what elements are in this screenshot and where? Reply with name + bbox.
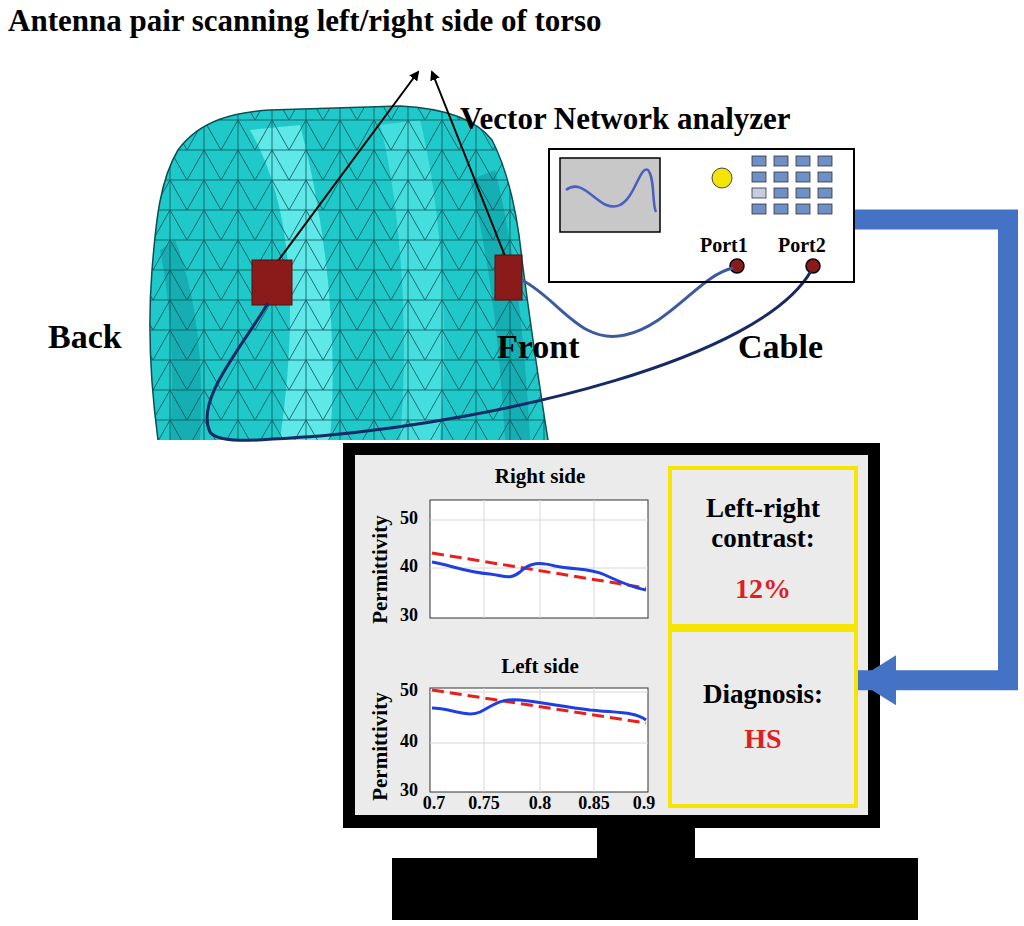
monitor-screen — [355, 455, 868, 815]
antenna — [495, 255, 522, 300]
chart-right — [430, 500, 648, 618]
pointer-arrow — [432, 72, 505, 256]
part-label: Cable — [738, 328, 823, 365]
tick-label: 0.9 — [633, 794, 656, 814]
result-heading: Diagnosis: — [672, 680, 854, 710]
part-label: Front — [497, 328, 579, 365]
tick-label: 0.8 — [529, 794, 552, 814]
tick-label: 50 — [400, 681, 418, 701]
flow-arrow — [855, 220, 1008, 681]
tick-label: 0.85 — [578, 794, 610, 814]
chart-title: Left side — [501, 655, 579, 678]
result-heading: Left-right contrast: — [672, 494, 854, 553]
vna-screen — [560, 158, 660, 232]
axis-label: Permittivity — [369, 515, 392, 623]
cable — [207, 271, 811, 440]
pointer-arrow — [275, 72, 418, 265]
port — [730, 259, 744, 273]
result-value: 12% — [672, 574, 854, 605]
cable — [522, 268, 733, 336]
device-title: Vector Network analyzer — [460, 102, 791, 136]
tick-label: 30 — [400, 606, 418, 626]
part-label: Back — [48, 318, 122, 355]
antenna — [252, 260, 292, 305]
tick-label: 40 — [400, 732, 418, 752]
torso-mesh — [140, 100, 560, 445]
monitor-base — [392, 858, 918, 920]
result-value: HS — [672, 724, 854, 755]
result-box: Diagnosis: HS — [668, 628, 858, 808]
monitor-frame — [343, 443, 880, 828]
tick-label: 50 — [400, 509, 418, 529]
chart-left — [430, 688, 648, 792]
monitor-stand — [597, 828, 695, 858]
port-label: Port2 — [778, 234, 826, 256]
port-label: Port1 — [700, 234, 748, 256]
port — [806, 259, 820, 273]
result-box: Left-right contrast: 12% — [668, 466, 858, 628]
axis-label: Permittivity — [369, 692, 392, 800]
tick-label: 0.75 — [468, 794, 500, 814]
device-box: Vector Network analyzerPort1Port2 — [548, 148, 855, 283]
tick-label: 40 — [400, 557, 418, 577]
tick-label: 0.7 — [423, 794, 446, 814]
title: Antenna pair scanning left/right side of… — [8, 4, 602, 38]
tick-label: 30 — [400, 781, 418, 801]
vna-body — [548, 148, 855, 283]
keypad — [752, 156, 832, 214]
chart-title: Right side — [495, 465, 585, 488]
